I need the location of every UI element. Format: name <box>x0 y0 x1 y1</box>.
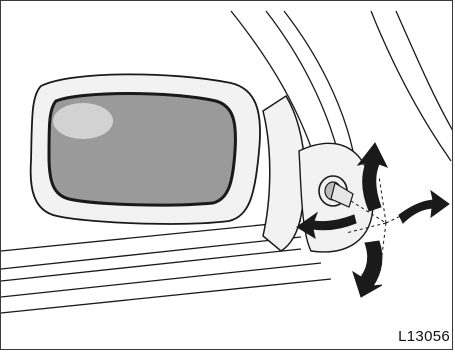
arrow-right-icon <box>399 191 449 223</box>
arrow-down-icon <box>353 241 382 297</box>
figure-code-label: L13056 <box>398 328 450 345</box>
mirror-glass-highlight <box>53 103 113 139</box>
